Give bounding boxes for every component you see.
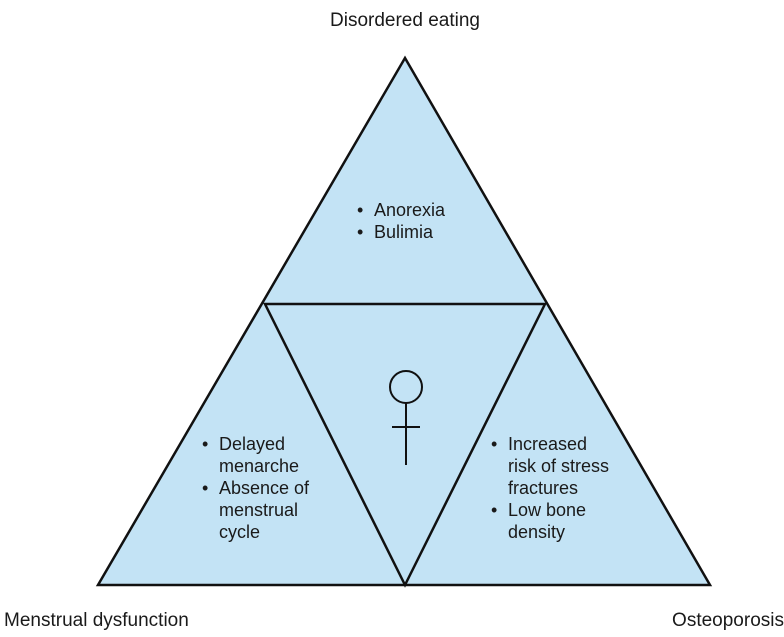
outer-triangle <box>95 55 713 587</box>
list-item: Low bone density <box>489 499 618 543</box>
vertex-label-menstrual-dysfunction: Menstrual dysfunction <box>4 610 189 631</box>
vertex-label-disordered-eating: Disordered eating <box>330 10 480 31</box>
list-item: Anorexia <box>355 199 445 221</box>
eating-disorders-list: Anorexia Bulimia <box>355 199 445 243</box>
female-symbol-icon <box>389 370 423 465</box>
list-item: Delayed menarche <box>200 433 339 477</box>
list-item: Absence of menstrual cycle <box>200 477 339 543</box>
vertex-label-osteoporosis: Osteoporosis <box>672 610 784 631</box>
osteoporosis-list: Increased risk of stress fractures Low b… <box>489 433 618 543</box>
menstrual-dysfunction-list: Delayed menarche Absence of menstrual cy… <box>200 433 339 543</box>
list-item: Bulimia <box>355 221 445 243</box>
list-item: Increased risk of stress fractures <box>489 433 618 499</box>
